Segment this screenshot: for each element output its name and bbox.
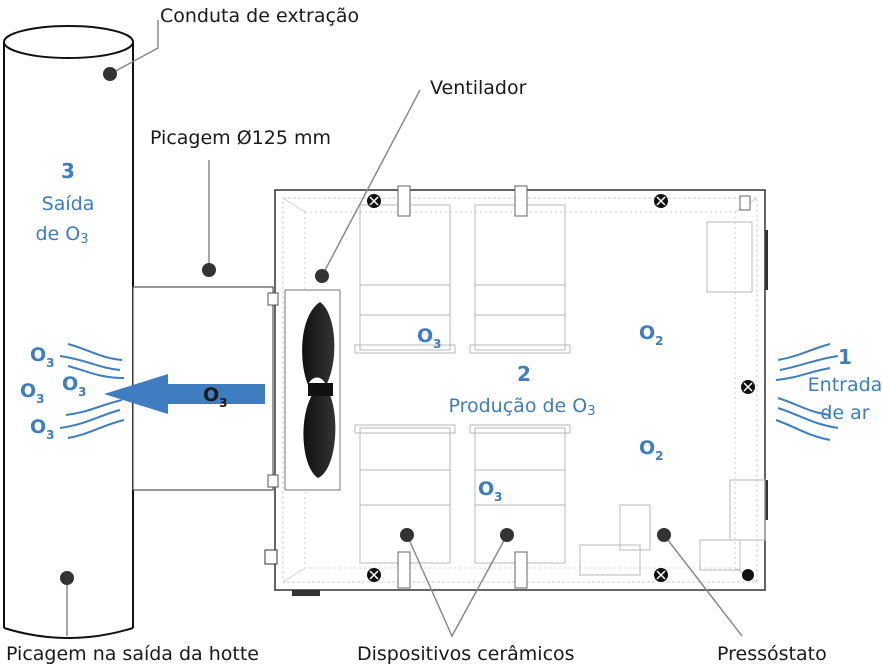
inflow-lines <box>775 343 839 441</box>
label-hood-outlet: Picagem na saída da hotte <box>6 643 259 665</box>
exhaust-duct <box>3 25 134 639</box>
molecule-o3: O3 <box>478 478 503 504</box>
molecule-o2: O2 <box>639 437 664 463</box>
ozone-generator-box <box>264 185 768 596</box>
stage-production-number: 2 <box>517 362 531 386</box>
flow-arrow <box>104 374 265 414</box>
outflow-lines <box>59 343 125 439</box>
molecule-o3: O3 <box>30 344 55 370</box>
molecule-o2: O2 <box>639 322 664 348</box>
molecule-o3: O3 <box>62 373 87 399</box>
stage-outlet-line2: de O3 <box>35 223 88 247</box>
leader-dots <box>60 67 671 585</box>
fan <box>267 289 341 491</box>
stage-outlet-number: 3 <box>61 159 75 183</box>
molecule-o3-arrow: O3 <box>203 384 228 410</box>
molecule-o3: O3 <box>417 325 442 351</box>
label-ceramic-devices: Dispositivos cerâmicos <box>357 643 575 665</box>
stage-inlet-number: 1 <box>838 345 852 369</box>
molecule-o3: O3 <box>20 380 45 406</box>
label-fitting: Picagem Ø125 mm <box>150 127 331 149</box>
molecule-o3: O3 <box>30 416 55 442</box>
label-fan: Ventilador <box>430 77 527 99</box>
label-exhaust-duct: Conduta de extração <box>160 5 359 27</box>
stage-outlet-line1: Saída <box>42 193 95 215</box>
stage-production-text: Produção de O3 <box>448 395 595 419</box>
label-pressure-switch: Pressóstato <box>717 643 827 665</box>
leader-lines <box>66 20 743 638</box>
stage-inlet-line1: Entrada <box>808 374 882 396</box>
stage-inlet-line2: de ar <box>820 402 869 424</box>
